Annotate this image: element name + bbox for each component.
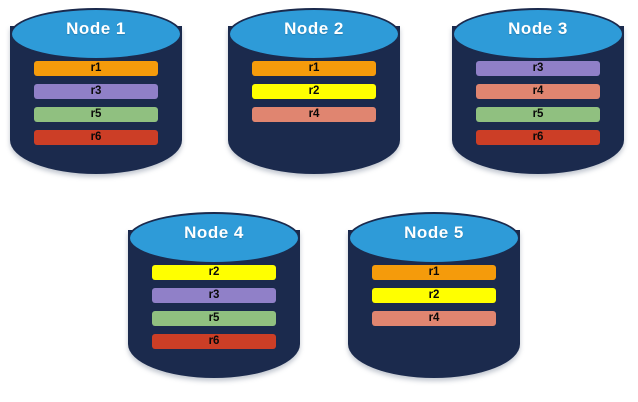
replica-bar-r5[interactable]: r5 (476, 107, 600, 122)
node-title: Node 2 (284, 19, 344, 38)
database-node-3[interactable]: Node 3 r3 r4 r5 r6 (452, 4, 624, 182)
replica-bar-r5[interactable]: r5 (152, 311, 276, 326)
cylinder-top-ellipse (452, 8, 624, 60)
cylinder-top-ellipse (228, 8, 400, 60)
replica-stack: r1 r2 r4 (348, 265, 520, 334)
replica-stack: r3 r4 r5 r6 (452, 61, 624, 153)
replica-bar-r4[interactable]: r4 (252, 107, 376, 122)
database-node-4[interactable]: Node 4 r2 r3 r5 r6 (128, 208, 300, 386)
cylinder-top-ellipse (128, 212, 300, 264)
node-title: Node 5 (404, 223, 464, 242)
node-title: Node 1 (66, 19, 126, 38)
replica-bar-r2[interactable]: r2 (152, 265, 276, 280)
replica-bar-r3[interactable]: r3 (152, 288, 276, 303)
replica-bar-r4[interactable]: r4 (372, 311, 496, 326)
replica-bar-r6[interactable]: r6 (34, 130, 158, 145)
replica-bar-r1[interactable]: r1 (34, 61, 158, 76)
cylinder-top-ellipse (348, 212, 520, 264)
replica-bar-r4[interactable]: r4 (476, 84, 600, 99)
node-title: Node 3 (508, 19, 568, 38)
database-node-2[interactable]: Node 2 r1 r2 r4 (228, 4, 400, 182)
replica-stack: r2 r3 r5 r6 (128, 265, 300, 357)
replica-stack: r1 r2 r4 (228, 61, 400, 130)
database-node-1[interactable]: Node 1 r1 r3 r5 r6 (10, 4, 182, 182)
replica-bar-r5[interactable]: r5 (34, 107, 158, 122)
replica-bar-r3[interactable]: r3 (476, 61, 600, 76)
replica-bar-r2[interactable]: r2 (372, 288, 496, 303)
replica-bar-r2[interactable]: r2 (252, 84, 376, 99)
replica-bar-r6[interactable]: r6 (152, 334, 276, 349)
replica-bar-r3[interactable]: r3 (34, 84, 158, 99)
replica-stack: r1 r3 r5 r6 (10, 61, 182, 153)
node-title: Node 4 (184, 223, 244, 242)
replica-bar-r1[interactable]: r1 (252, 61, 376, 76)
replica-bar-r6[interactable]: r6 (476, 130, 600, 145)
cylinder-top-ellipse (10, 8, 182, 60)
replica-bar-r1[interactable]: r1 (372, 265, 496, 280)
database-node-5[interactable]: Node 5 r1 r2 r4 (348, 208, 520, 386)
